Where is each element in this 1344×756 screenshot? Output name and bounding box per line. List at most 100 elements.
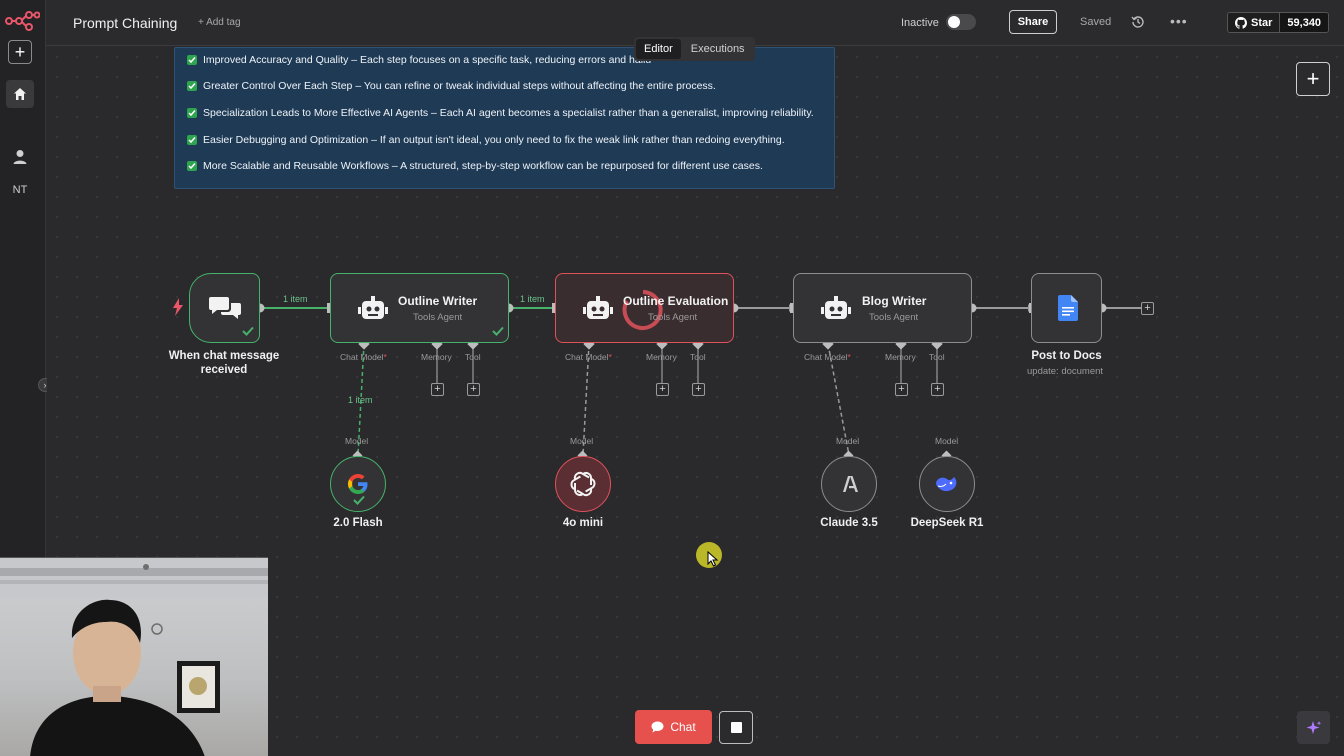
chat-bubbles-icon	[209, 297, 241, 319]
add-next-node-button[interactable]: +	[1141, 302, 1154, 315]
add-memory-button[interactable]: +	[431, 383, 444, 396]
node-title: Outline Writer	[398, 294, 478, 308]
home-button[interactable]	[6, 80, 34, 108]
node-deepseek-model[interactable]	[919, 456, 975, 512]
node-gemini-model[interactable]	[330, 456, 386, 512]
edge-item-count: 1 item	[283, 294, 308, 304]
sticky-list-item: More Scalable and Reusable Workflows – A…	[187, 160, 763, 172]
user-initials[interactable]: NT	[12, 184, 28, 196]
node-blog-writer[interactable]: Blog Writer Tools Agent	[793, 273, 972, 343]
model-connector-label: Model	[836, 436, 860, 446]
running-spinner-icon	[622, 290, 663, 330]
more-options-icon[interactable]: •••	[1170, 13, 1188, 29]
toggle-knob	[948, 16, 960, 28]
google-icon	[348, 474, 368, 494]
connector-label-tool: Tool	[465, 352, 481, 362]
chevron-right-icon: ›	[43, 380, 47, 390]
home-icon	[14, 88, 26, 100]
sticky-item-text: Easier Debugging and Optimization – If a…	[203, 134, 785, 146]
trigger-label-line1: When chat message	[168, 350, 280, 362]
user-icon[interactable]	[11, 148, 29, 166]
node-chat-trigger[interactable]	[189, 273, 260, 343]
plus-icon: +	[14, 42, 26, 62]
checkbox-icon	[187, 108, 197, 118]
trigger-bolt-icon	[173, 298, 183, 316]
node-title: Blog Writer	[862, 294, 927, 308]
openai-icon	[570, 471, 596, 497]
add-tag-link[interactable]: + Add tag	[198, 17, 241, 28]
sticky-item-text: Specialization Leads to More Effective A…	[203, 107, 814, 119]
sticky-note[interactable]: Improved Accuracy and Quality – Each ste…	[174, 47, 835, 189]
sticky-list-item: Easier Debugging and Optimization – If a…	[187, 134, 785, 146]
connector-label-memory: Memory	[421, 352, 452, 362]
add-tool-button[interactable]: +	[931, 383, 944, 396]
model-connector-label: Model	[935, 436, 959, 446]
node-subtitle: Tools Agent	[869, 312, 919, 323]
stop-icon	[730, 722, 742, 733]
create-workflow-button[interactable]: +	[8, 40, 32, 64]
tab-executions[interactable]: Executions	[690, 43, 745, 55]
share-button[interactable]: Share	[1009, 10, 1057, 34]
ai-assistant-button[interactable]	[1297, 711, 1330, 744]
workflow-title[interactable]: Prompt Chaining	[73, 15, 178, 31]
stop-execution-button[interactable]	[719, 711, 753, 744]
anthropic-icon	[843, 476, 858, 492]
github-star-count: 59,340	[1279, 13, 1329, 32]
checkbox-icon	[187, 161, 197, 171]
add-memory-button[interactable]: +	[895, 383, 908, 396]
robot-icon	[358, 296, 388, 319]
robot-icon	[821, 296, 851, 319]
open-chat-button[interactable]: Chat	[635, 710, 712, 744]
node-title: Outline Evaluation	[623, 294, 729, 308]
tab-editor[interactable]: Editor	[636, 39, 681, 59]
success-check-icon	[242, 326, 254, 336]
node-post-to-docs[interactable]	[1031, 273, 1102, 343]
sticky-list-item: Improved Accuracy and Quality – Each ste…	[187, 54, 651, 66]
checkbox-icon	[187, 81, 197, 91]
success-check-icon	[353, 495, 365, 505]
view-tabs: Editor Executions	[634, 37, 755, 61]
connector-label-chat-model: Chat Model*	[340, 352, 387, 362]
node-outline-writer[interactable]: Outline Writer Tools Agent	[330, 273, 509, 343]
active-toggle[interactable]	[946, 14, 976, 30]
robot-icon	[583, 296, 613, 319]
node-chat-trigger-label: When chat message received	[164, 349, 284, 377]
model-connector-label: Model	[570, 436, 594, 446]
sticky-item-text: Greater Control Over Each Step – You can…	[203, 80, 716, 92]
model-label: 2.0 Flash	[333, 517, 383, 529]
deepseek-whale-icon	[936, 477, 957, 492]
node-subtitle: Tools Agent	[648, 312, 698, 323]
model-label: 4o mini	[562, 517, 604, 529]
connector-label-chat-model: Chat Model*	[804, 352, 851, 362]
edge-item-count: 1 item	[520, 294, 545, 304]
presenter-video	[0, 558, 268, 756]
connector-label-memory: Memory	[885, 352, 916, 362]
mouse-pointer-icon	[707, 551, 719, 567]
n8n-logo-icon[interactable]	[4, 10, 40, 32]
add-tool-button[interactable]: +	[692, 383, 705, 396]
github-star-button[interactable]: Star 59,340	[1227, 12, 1330, 33]
node-subtitle: Tools Agent	[413, 312, 463, 323]
model-connector-label: Model	[345, 436, 369, 446]
success-check-icon	[492, 326, 504, 336]
github-icon	[1235, 16, 1247, 29]
node-outline-evaluation[interactable]: Outline Evaluation Tools Agent	[555, 273, 734, 343]
add-tool-button[interactable]: +	[467, 383, 480, 396]
node-openai-model[interactable]	[555, 456, 611, 512]
add-node-button[interactable]: +	[1296, 62, 1330, 96]
edge-item-count: 1 item	[348, 395, 373, 405]
sparkle-icon	[1306, 720, 1321, 734]
add-memory-button[interactable]: +	[656, 383, 669, 396]
sticky-list-item: Greater Control Over Each Step – You can…	[187, 80, 716, 92]
sticky-list-item: Specialization Leads to More Effective A…	[187, 107, 814, 119]
checkbox-icon	[187, 55, 197, 65]
chat-icon	[651, 721, 664, 733]
history-icon[interactable]	[1131, 15, 1145, 29]
node-post-to-docs-title: Post to Docs	[1031, 350, 1102, 362]
checkbox-icon	[187, 135, 197, 145]
node-claude-model[interactable]	[821, 456, 877, 512]
connector-label-memory: Memory	[646, 352, 677, 362]
connector-label-chat-model: Chat Model*	[565, 352, 612, 362]
saved-status: Saved	[1080, 16, 1112, 28]
